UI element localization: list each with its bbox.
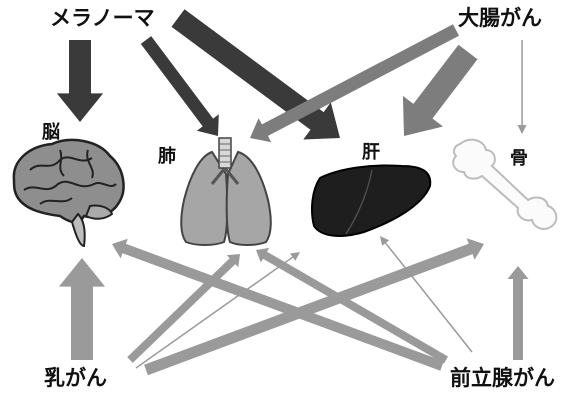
source-colon-cancer: 大腸がん: [458, 8, 542, 29]
arrow-melanoma-to-brain: [57, 40, 103, 122]
organ-label-bone: 骨: [510, 150, 528, 168]
organ-label-liver: 肝: [362, 144, 380, 162]
arrow-colon-to-bone: [518, 40, 527, 134]
arrow-melanoma-to-liver: [172, 9, 341, 139]
arrow-breast-to-brain: [59, 258, 105, 360]
arrow-prostate-to-bone: [508, 266, 529, 360]
source-prostate-cancer: 前立腺がん: [450, 368, 555, 389]
organ-label-brain: 脳: [42, 124, 60, 142]
arrow-breast-to-liver: [136, 252, 300, 369]
organ-label-lung: 肺: [158, 148, 176, 166]
source-melanoma: メラノーマ: [50, 8, 155, 29]
source-breast-cancer: 乳がん: [44, 368, 107, 389]
